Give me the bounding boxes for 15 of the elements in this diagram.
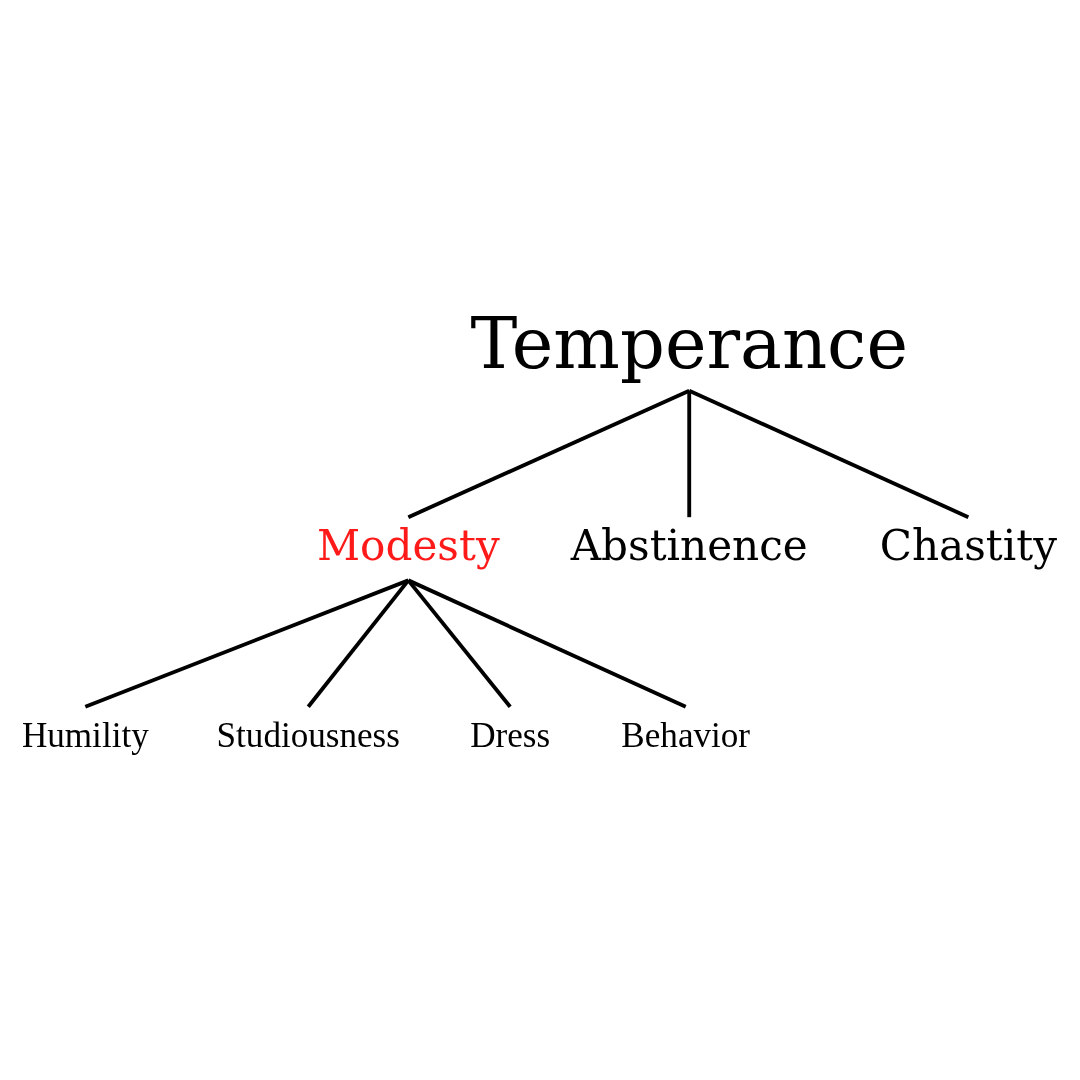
connector — [406, 579, 512, 708]
node-text: Dress — [470, 716, 551, 756]
node-text: Abstinence — [570, 520, 808, 570]
node-text: Chastity — [879, 520, 1057, 570]
node-text: Modesty — [316, 520, 500, 570]
node-text: Humility — [21, 716, 149, 756]
connector — [688, 389, 970, 519]
connector — [407, 578, 687, 709]
connector — [84, 578, 410, 709]
node-text: Studiousness — [216, 716, 400, 756]
node-text: Temperance — [470, 302, 909, 385]
connector — [407, 389, 690, 519]
node-text: Behavior — [621, 716, 751, 756]
connector — [687, 390, 692, 518]
connector — [306, 579, 410, 708]
